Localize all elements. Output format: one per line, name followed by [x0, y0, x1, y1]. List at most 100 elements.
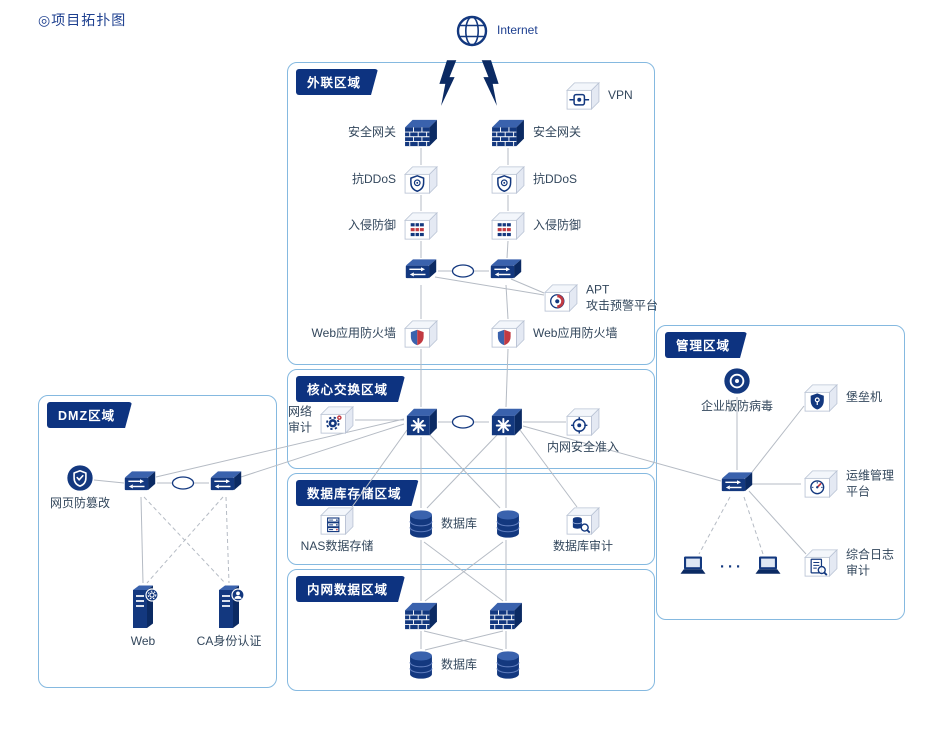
connection-line: [424, 630, 504, 651]
zone-intranet: 内网数据区域: [287, 569, 655, 691]
zone-label-db-storage: 数据库存储区域: [296, 480, 419, 506]
core-switch-left-node: [404, 407, 438, 437]
nas-label: NAS数据存储: [300, 539, 374, 553]
switch-dmz-left-node: [123, 470, 157, 497]
laptop-2-node: [753, 555, 783, 577]
page-title: ◎项目拓扑图: [38, 12, 127, 28]
link-connector-ellipse: [451, 264, 475, 278]
bolt-right-node: [480, 59, 502, 107]
zone-label-external: 外联区域: [296, 69, 378, 95]
db-audit-node: 数据库审计: [553, 506, 613, 553]
connection-line: [506, 240, 509, 259]
ellipsis-dots: ···: [720, 558, 744, 576]
database-cylinder-icon: [408, 509, 434, 540]
apt-node: APT 攻击预警平台: [543, 282, 658, 313]
switch-icon: [123, 470, 157, 497]
internet-label: Internet: [497, 23, 538, 38]
switch-icon: [489, 258, 523, 285]
connection-line: [240, 423, 405, 478]
ips-right-label: 入侵防御: [533, 218, 582, 233]
internet-node: Internet: [454, 13, 538, 49]
vpn-node: VPN: [565, 81, 633, 111]
switch-ext-right-node: [489, 258, 523, 285]
ops-platform-node: 运维管理 平台: [803, 468, 894, 499]
switch-ext-left-node: [404, 258, 438, 285]
switch-icon: [209, 470, 243, 497]
database-audit-magnifier-icon: [565, 506, 601, 536]
ips-bars-icon: [403, 211, 439, 241]
laptop-icon: [753, 555, 783, 577]
firewall-brick-icon: [488, 601, 524, 631]
connection-line: [522, 425, 722, 482]
bastion-node: 堡垒机: [803, 383, 882, 413]
connection-line: [698, 496, 731, 555]
vpn-label: VPN: [608, 88, 633, 103]
zone-label-intranet: 内网数据区域: [296, 576, 405, 602]
switch-icon: [720, 471, 754, 498]
ips-left-label: 入侵防御: [347, 218, 396, 233]
net-audit-label: 网络 审计: [287, 404, 312, 434]
connection-line: [748, 405, 805, 477]
db-audit-label: 数据库审计: [552, 539, 614, 553]
web-server-node: Web: [127, 583, 159, 648]
vpn-lock-icon: [565, 81, 601, 111]
waf-shield-icon: [490, 319, 526, 349]
connection-line: [510, 278, 545, 294]
web-server-label: Web: [130, 634, 156, 648]
connection-line: [429, 434, 501, 509]
zone-dmz: DMZ区域: [38, 395, 277, 688]
gateway-left-node: 安全网关: [348, 118, 439, 148]
ops-platform-label: 运维管理 平台: [846, 468, 895, 498]
connection-line: [505, 284, 509, 320]
connection-line: [424, 541, 504, 602]
ddos-shield-icon: [490, 165, 526, 195]
nas-node: NAS数据存储: [301, 506, 373, 553]
laptop-icon: [678, 555, 708, 577]
connection-line: [93, 479, 125, 484]
ddos-right-node: 抗DDoS: [490, 165, 577, 195]
link-connector-ellipse: [451, 415, 475, 429]
firewall-brick-icon: [403, 601, 439, 631]
db-storage-1-label: 数据库: [441, 516, 478, 531]
ddos-right-label: 抗DDoS: [533, 172, 578, 187]
connection-line: [351, 429, 408, 508]
db-int-2-node: [495, 650, 521, 681]
waf-shield-icon: [403, 319, 439, 349]
firewall-int-left-node: [403, 601, 439, 631]
firewall-brick-icon: [490, 118, 526, 148]
db-int-1-label: 数据库: [441, 657, 478, 672]
firewall-int-right-node: [488, 601, 524, 631]
nac-label: 内网安全准入: [546, 440, 620, 454]
antivirus-disc-icon: [722, 366, 752, 396]
bolt-left-node: [436, 59, 458, 107]
core-switch-icon: [489, 407, 523, 437]
ops-gauge-icon: [803, 469, 839, 499]
log-document-magnifier-icon: [803, 548, 839, 578]
db-int-1-node: 数据库: [408, 650, 477, 681]
gateway-left-label: 安全网关: [347, 125, 396, 140]
log-audit-node: 综合日志 审计: [803, 547, 894, 578]
net-audit-node: 网络 审计: [288, 404, 355, 435]
nas-storage-icon: [319, 506, 355, 536]
lightning-icon: [480, 59, 502, 107]
network-audit-gear-icon: [319, 405, 355, 435]
connection-line: [146, 496, 224, 584]
ddos-shield-icon: [403, 165, 439, 195]
connection-line: [748, 490, 807, 555]
nac-node: 内网安全准入: [547, 407, 619, 454]
core-switch-icon: [404, 407, 438, 437]
laptop-1-node: [678, 555, 708, 577]
db-storage-2-node: [495, 509, 521, 540]
ddos-left-label: 抗DDoS: [351, 172, 396, 187]
bastion-shield-icon: [803, 383, 839, 413]
ips-right-node: 入侵防御: [490, 211, 581, 241]
server-tower-icon: [213, 583, 245, 631]
database-cylinder-icon: [495, 650, 521, 681]
connection-line: [743, 496, 764, 555]
log-audit-label: 综合日志 审计: [846, 547, 895, 577]
link-connector-ellipse: [171, 476, 195, 490]
database-cylinder-icon: [408, 650, 434, 681]
